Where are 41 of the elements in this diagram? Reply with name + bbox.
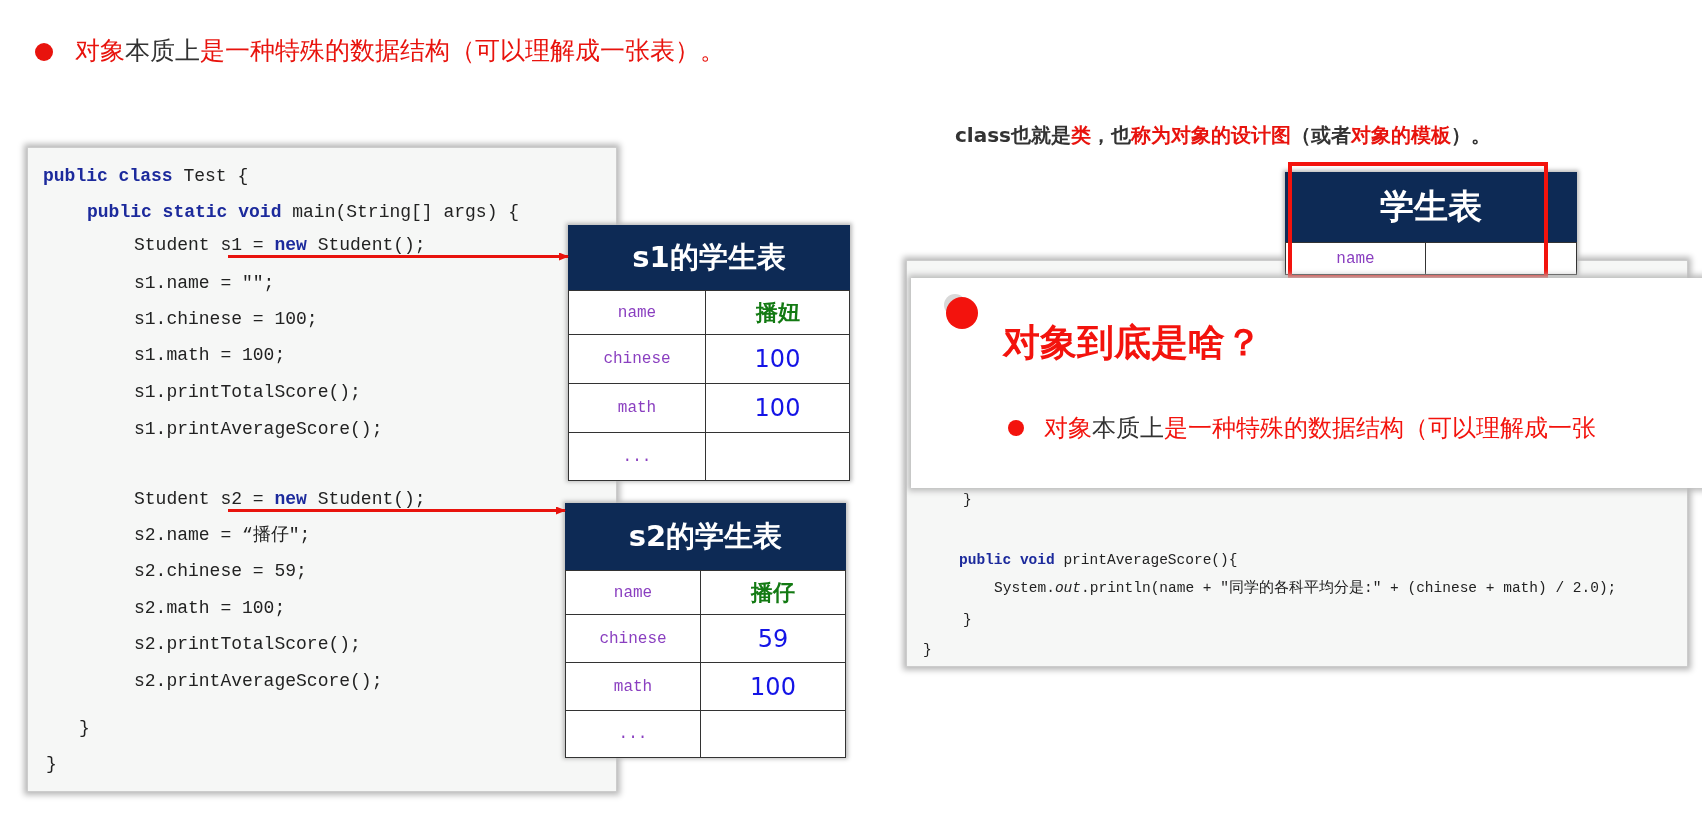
code-line: s1.chinese = 100;	[134, 308, 318, 331]
code-line: System.out.println(name + "同学的各科平均分是:" + (chinese + math) / 2.0);	[994, 579, 1617, 598]
table-cell: name	[1285, 242, 1426, 275]
code-line: s1.printAverageScore();	[134, 418, 383, 441]
bullet-text: 对象本质上是一种特殊的数据结构（可以理解成一张	[1044, 413, 1596, 444]
table-header: s1的学生表	[568, 225, 850, 290]
table-cell: ...	[568, 432, 706, 481]
code-line: }	[79, 717, 90, 740]
table-header: 学生表	[1285, 172, 1577, 242]
code-line: Student s2 = new Student();	[134, 488, 426, 511]
code-line: Student s1 = new Student();	[134, 234, 426, 257]
data-table	[568, 225, 850, 480]
table-cell: name	[568, 290, 706, 335]
table-cell: 播妞	[705, 290, 850, 335]
code-line: }	[923, 641, 932, 660]
table-cell: ...	[565, 710, 701, 758]
code-line: s1.name = "";	[134, 272, 275, 295]
code-line: public void printAverageScore(){	[959, 551, 1238, 570]
code-line: s1.printTotalScore();	[134, 381, 361, 404]
table-cell: name	[565, 570, 701, 615]
caption-text: class也就是类，也称为对象的设计图（或者对象的模板）。	[955, 122, 1491, 149]
bullet-text: 对象本质上是一种特殊的数据结构（可以理解成一张表）。	[75, 35, 725, 67]
card-title: 对象到底是啥？	[1003, 320, 1262, 366]
arrow	[228, 506, 566, 515]
popup-card	[911, 278, 1702, 488]
code-line: s1.math = 100;	[134, 344, 286, 367]
code-line: s2.printTotalScore();	[134, 633, 361, 656]
code-line: }	[963, 611, 972, 630]
code-line: s2.math = 100;	[134, 597, 286, 620]
code-line: public static void main(String[] args) {	[87, 201, 520, 224]
data-table	[1285, 172, 1577, 274]
code-line: s2.printAverageScore();	[134, 670, 383, 693]
table-cell: 播仔	[700, 570, 846, 615]
code-line: }	[46, 753, 57, 776]
code-line: s2.name = “播仔";	[134, 524, 311, 547]
arrow	[228, 252, 569, 261]
code-line: }	[963, 491, 972, 510]
code-line: s2.chinese = 59;	[134, 560, 307, 583]
table-header: s2的学生表	[565, 503, 846, 570]
data-table	[565, 503, 846, 757]
code-line: public class Test {	[43, 165, 249, 188]
